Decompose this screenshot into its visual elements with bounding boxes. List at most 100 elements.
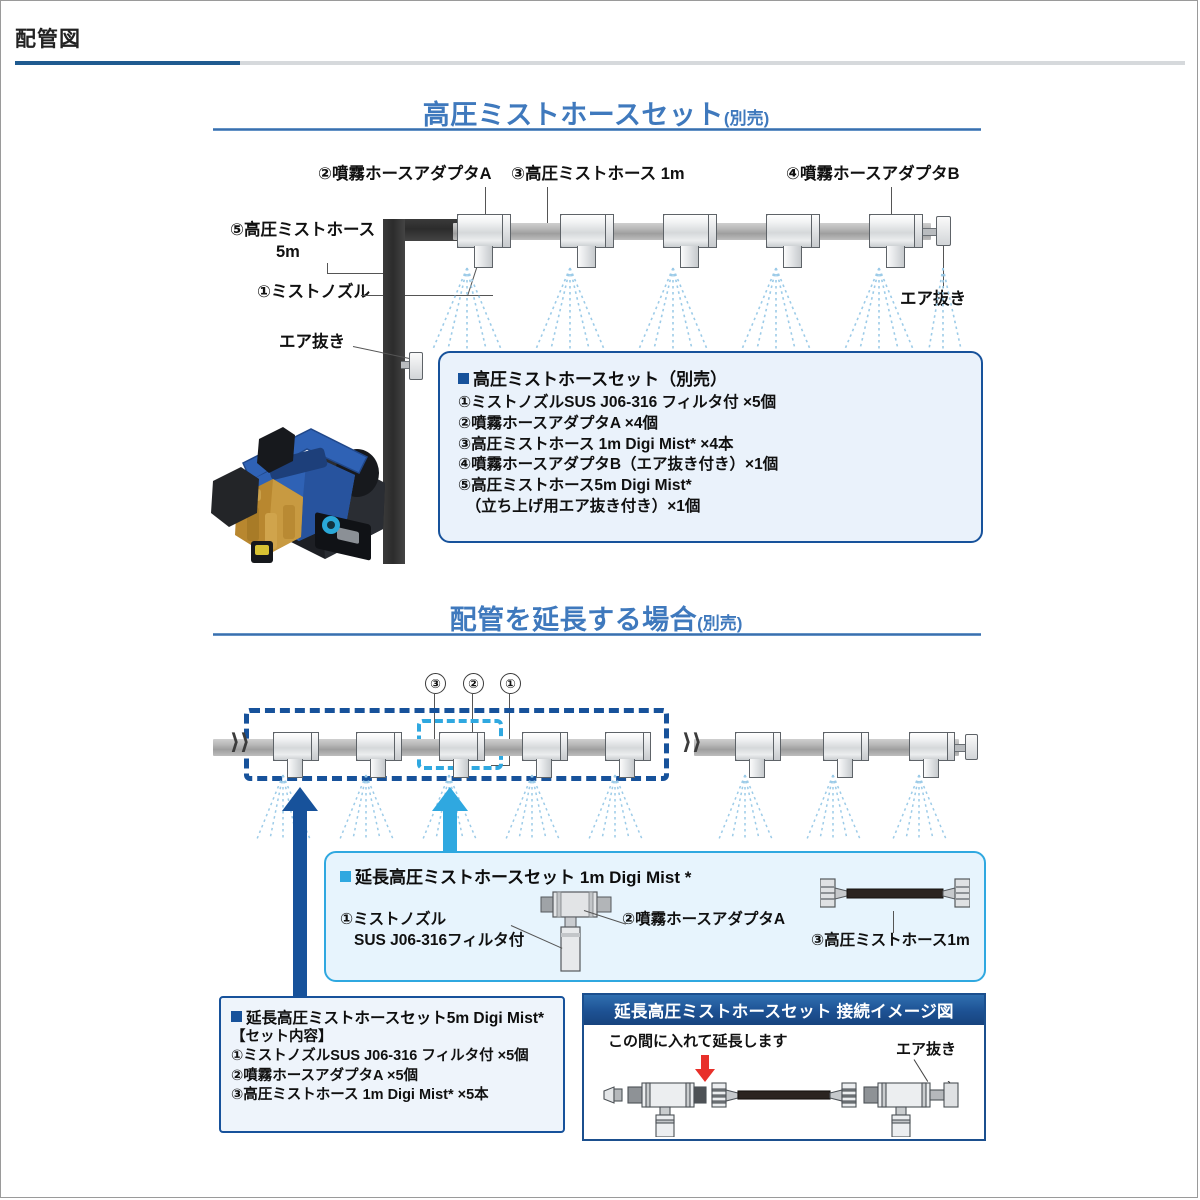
- leader-air-vent-panel: [913, 1059, 929, 1082]
- label-mist-nozzle: ①ミストノズル: [257, 283, 370, 301]
- air-vent-stem-left: [401, 361, 411, 369]
- leader-adapter-b: [891, 187, 892, 223]
- callout-2: ②: [463, 673, 484, 694]
- section1-title: 高圧ミストホースセット(別売): [201, 93, 991, 132]
- label-hose-5m-line2: 5m: [276, 243, 300, 261]
- fitting-3: [663, 214, 717, 268]
- pipe-break-left-icon: ⟩⟩: [230, 729, 251, 754]
- high-pressure-washer-photo: [207, 401, 397, 576]
- fitting-1: [457, 214, 511, 268]
- label-adapter-b: ④噴霧ホースアダプタB: [786, 165, 960, 183]
- connection-panel-note: この間に入れて延長します: [608, 1033, 788, 1050]
- leader-hose-1m: [547, 187, 548, 232]
- leader-mist-nozzle-diag: [467, 263, 479, 297]
- infobox-5m-subhead: 【セット内容】: [231, 1029, 333, 1045]
- infobox-5m-line-2: ②噴霧ホースアダプタA ×5個: [231, 1067, 419, 1084]
- lower-fitting-4: [522, 732, 568, 778]
- section1-infobox-line-4: ④噴霧ホースアダプタB（エア抜き付き）×1個: [458, 456, 779, 474]
- mist-nozzle-icon: [886, 246, 905, 268]
- fitting-cap-right: [914, 214, 923, 248]
- fitting-cap-right: [394, 732, 402, 761]
- air-vent-stem-right: [923, 228, 938, 236]
- lower-fitting-8-adapter-b: [909, 732, 955, 778]
- arrow-5m-set: [282, 787, 318, 1003]
- lower-fitting-7: [823, 732, 869, 778]
- air-vent-cap-left: [409, 352, 423, 380]
- infobox-1m-set: 延長高圧ミストホースセット 1m Digi Mist * ①ミストノズル SUS…: [324, 851, 986, 982]
- label-air-vent-left: エア抜き: [279, 333, 345, 351]
- leader-air-vent-right: [943, 246, 944, 288]
- fitting-2: [560, 214, 614, 268]
- infobox-1m-hose-label: ③高圧ミストホース1m: [811, 932, 970, 949]
- red-down-arrow-icon: [695, 1055, 715, 1082]
- leader-mist-nozzle: [361, 295, 493, 296]
- connection-panel-title: 延長高圧ミストホースセット 接続イメージ図: [584, 995, 984, 1025]
- lower-fitting-1: [273, 732, 319, 778]
- fitting-cap-right: [502, 214, 511, 248]
- bullet-square-cyan-icon: [340, 871, 351, 882]
- connection-image-panel: 延長高圧ミストホースセット 接続イメージ図 この間に入れて延長します エア抜き: [582, 993, 986, 1141]
- spray-pattern-section2: [256, 774, 947, 840]
- mist-nozzle-icon: [837, 759, 853, 778]
- infobox-5m-line-1: ①ミストノズルSUS J06-316 フィルタ付 ×5個: [231, 1048, 529, 1065]
- mist-nozzle-icon: [619, 759, 635, 778]
- infobox-1m-nozzle-label-l1: ①ミストノズル: [340, 911, 447, 928]
- mist-nozzle-part-icon: [560, 917, 581, 972]
- section1-infobox-line-5: ⑤高圧ミストホース5m Digi Mist*: [458, 477, 692, 495]
- section2-title: 配管を延長する場合(別売): [201, 598, 991, 637]
- riser-vertical: [383, 219, 405, 564]
- callout-1: ①: [500, 673, 521, 694]
- lower-fitting-5: [605, 732, 651, 778]
- mist-nozzle-icon: [577, 246, 596, 268]
- section1-infobox-line-3: ③高圧ミストホース 1m Digi Mist* ×4本: [458, 435, 734, 453]
- header-rule-accent: [15, 61, 240, 65]
- fitting-5-adapter-b: [869, 214, 923, 268]
- fitting-cap-right: [605, 214, 614, 248]
- leader-hose-part: [893, 911, 894, 933]
- section2-title-sub: (別売): [697, 614, 743, 633]
- leader-callout-1: [509, 693, 510, 766]
- fitting-cap-right: [811, 214, 820, 248]
- leader-callout-2: [472, 693, 473, 740]
- leader-hose-5m-tick: [327, 263, 328, 274]
- connection-panel-air-vent-label: エア抜き: [896, 1041, 957, 1058]
- lower-fitting-2: [356, 732, 402, 778]
- mist-nozzle-icon: [474, 246, 493, 268]
- connection-assembly-illustration: [603, 1081, 959, 1137]
- bullet-square-icon: [231, 1011, 242, 1022]
- section1-title-main: 高圧ミストホースセット: [422, 100, 724, 130]
- label-hose-5m-line1: ⑤高圧ミストホース: [230, 221, 376, 239]
- section1-infobox-line-2: ②噴霧ホースアダプタA ×4個: [458, 414, 658, 432]
- section1-infobox-head-text: 高圧ミストホースセット（別売）: [473, 370, 728, 389]
- arrow-1m-set: [432, 787, 468, 859]
- section1-infobox: 高圧ミストホースセット（別売） ①ミストノズルSUS J06-316 フィルタ付…: [438, 351, 983, 543]
- fitting-cap-right: [947, 732, 955, 761]
- mist-nozzle-icon: [680, 246, 699, 268]
- infobox-1m-adapter-label: ②噴霧ホースアダプタA: [622, 911, 786, 928]
- infobox-5m-set: 延長高圧ミストホースセット5m Digi Mist* 【セット内容】 ①ミストノ…: [219, 996, 565, 1133]
- infobox-5m-line-3: ③高圧ミストホース 1m Digi Mist* ×5本: [231, 1087, 489, 1104]
- fitting-cap-right: [861, 732, 869, 761]
- air-vent-cap-right: [936, 216, 951, 246]
- lower-fitting-6: [735, 732, 781, 778]
- label-hose-1m: ③高圧ミストホース 1m: [511, 165, 685, 183]
- mist-nozzle-icon: [536, 759, 552, 778]
- fitting-4: [766, 214, 820, 268]
- lower-air-vent-cap: [965, 734, 978, 760]
- mist-nozzle-icon: [453, 759, 469, 778]
- infobox-1m-head-text: 延長高圧ミストホースセット 1m Digi Mist *: [355, 868, 692, 887]
- mist-nozzle-icon: [287, 759, 303, 778]
- lower-fitting-3: [439, 732, 485, 778]
- fitting-cap-right: [708, 214, 717, 248]
- infobox-5m-head-text: 延長高圧ミストホースセット5m Digi Mist*: [246, 1010, 545, 1027]
- pipe-break-right-icon: ⟩⟩: [682, 729, 703, 754]
- section1-infobox-line-1: ①ミストノズルSUS J06-316 フィルタ付 ×5個: [458, 394, 777, 411]
- fitting-cap-right: [477, 732, 485, 761]
- label-air-vent-right: エア抜き: [900, 290, 966, 308]
- label-adapter-a: ②噴霧ホースアダプタA: [318, 165, 492, 183]
- infobox-1m-head: 延長高圧ミストホースセット 1m Digi Mist *: [340, 863, 691, 888]
- header-rule: [15, 61, 1185, 65]
- section2-title-main: 配管を延長する場合: [449, 605, 698, 635]
- page-title: 配管図: [15, 28, 81, 51]
